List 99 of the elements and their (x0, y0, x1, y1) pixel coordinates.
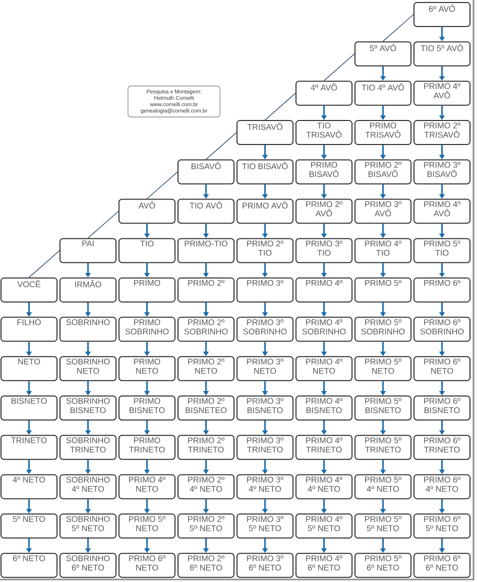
kinship-box: TRINETO (0, 434, 58, 460)
kinship-box: SOBRINHO 5º NETO (60, 514, 116, 539)
kinship-box: PRIMO 6º (414, 277, 470, 302)
kinship-box: PRIMO 3º 5º NETO (236, 514, 294, 539)
kinship-box: PRIMO 5º SOBRINHO (354, 316, 412, 342)
kinship-box: PRIMO 3º 6º NETO (236, 552, 294, 578)
kinship-box: PRIMO 2º 5º NETO (178, 514, 234, 539)
kinship-box: PRIMO 6º SOBRINHO (414, 316, 470, 342)
kinship-box: PRIMO 3º BISNETO (236, 396, 294, 420)
kinship-box: PRIMO 2º TRINETO (178, 434, 234, 460)
kinship-box: PRIMO 2º (178, 277, 234, 302)
kinship-box: PRIMO 3º BISAVÔ (414, 159, 470, 184)
kinship-box: PRIMO 2º 6º NETO (178, 552, 234, 578)
kinship-box: PRIMO 6º NETO (414, 356, 470, 382)
kinship-box: SOBRINHO BISNETO (60, 396, 116, 420)
kinship-box: TIO (118, 238, 176, 264)
kinship-box: PRIMO 4º 4º NETO (296, 474, 352, 500)
connector-line (146, 172, 178, 200)
kinship-box: PRIMO 4º AVÔ (414, 80, 470, 106)
kinship-box: TIO 5º AVÔ (414, 41, 470, 66)
kinship-box: PRIMO BISNETO (118, 396, 176, 420)
kinship-box: PRIMO 3º TRINETO (236, 434, 294, 460)
kinship-box: TRISAVÔ (236, 120, 294, 146)
kinship-box: SOBRINHO (60, 316, 116, 342)
kinship-box: PRIMO 2º 4º NETO (178, 474, 234, 500)
kinship-box: PRIMO 4º NETO (296, 356, 352, 382)
kinship-box: SOBRINHO TRINETO (60, 434, 116, 460)
kinship-box: PRIMO 3º 4º NETO (236, 474, 294, 500)
kinship-box: IRMÃO (60, 277, 116, 302)
kinship-box: PRIMO 2º BISNETEO (178, 396, 234, 420)
kinship-box: BISAVÔ (178, 159, 234, 184)
kinship-box: FILHO (0, 316, 58, 342)
kinship-box: PRIMO 2º BISAVÔ (354, 159, 412, 184)
connector-line (382, 14, 414, 42)
kinship-box: PRIMO 5º 5º NETO (354, 514, 412, 539)
kinship-box: PRIMO 5º (354, 277, 412, 302)
kinship-box: PRIMO 4º 5º NETO (296, 514, 352, 539)
kinship-box: PRIMO 2º SOBRINHO (178, 316, 234, 342)
kinship-box: 4º AVÔ (296, 80, 352, 106)
kinship-box: PRIMO 4º NETO (118, 474, 176, 500)
kinship-box: TIO TRISAVÔ (296, 120, 352, 146)
kinship-box: BISNETO (0, 396, 58, 420)
kinship-box: PRIMO NETO (118, 356, 176, 382)
kinship-box: PRIMO 3º (236, 277, 294, 302)
kinship-box: PRIMO TRINETO (118, 434, 176, 460)
kinship-box: PRIMO 5º TRINETO (354, 434, 412, 460)
kinship-box: 4º NETO (0, 474, 58, 500)
kinship-box: PRIMO 5º TIO (414, 238, 470, 264)
kinship-box: PRIMO 5º NETO (118, 514, 176, 539)
kinship-box: PRIMO 4º TRINETO (296, 434, 352, 460)
kinship-box: PRIMO 4º BISNETO (296, 396, 352, 420)
kinship-box: 5º AVÔ (354, 41, 412, 66)
kinship-box: PRIMO-TIO (178, 238, 234, 264)
kinship-box: PRIMO 4º TIO (354, 238, 412, 264)
connector-line (264, 92, 296, 120)
kinship-box: PRIMO 4º SOBRINHO (296, 316, 352, 342)
kinship-box: TIO 4º AVÔ (354, 80, 412, 106)
kinship-box: PRIMO 6º BISNETO (414, 396, 470, 420)
kinship-box: PRIMO 2º AVÔ (296, 198, 352, 224)
kinship-box: TIO BISAVÔ (236, 159, 294, 184)
kinship-box: PRIMO 5º 6º NETO (354, 552, 412, 578)
kinship-box: SOBRINHO 4º NETO (60, 474, 116, 500)
kinship-box: PRIMO 6º 5º NETO (414, 514, 470, 539)
kinship-box: PRIMO 6º TRINETO (414, 434, 470, 460)
kinship-box: 6º AVÔ (414, 2, 470, 27)
kinship-box: PRIMO 5º BISNETO (354, 396, 412, 420)
kinship-box: TIO AVÔ (178, 198, 234, 224)
kinship-box: PRIMO 3º TIO (296, 238, 352, 264)
connector-line (28, 250, 60, 278)
kinship-box: PAI (60, 238, 116, 264)
kinship-box: PRIMO 4º 6º NETO (296, 552, 352, 578)
kinship-box: PRIMO 3º SOBRINHO (236, 316, 294, 342)
kinship-box: PRIMO 4º AVÔ (414, 198, 470, 224)
kinship-box: PRIMO 6º NETO (118, 552, 176, 578)
kinship-box: PRIMO 3º NETO (236, 356, 294, 382)
kinship-box: PRIMO 6º 4º NETO (414, 474, 470, 500)
kinship-box: PRIMO 5º NETO (354, 356, 412, 382)
kinship-box: VOCÊ (0, 277, 58, 302)
kinship-box: PRIMO AVÔ (236, 198, 294, 224)
kinship-box: PRIMO 2º NETO (178, 356, 234, 382)
kinship-box: AVÔ (118, 198, 176, 224)
kinship-box: PRIMO 4º (296, 277, 352, 302)
kinship-box: PRIMO 3º AVÔ (354, 198, 412, 224)
kinship-box: PRIMO (118, 277, 176, 302)
kinship-box: PRIMO 2º TRISAVÔ (414, 120, 470, 146)
kinship-box: PRIMO SOBRINHO (118, 316, 176, 342)
kinship-box: PRIMO 2º TIO (236, 238, 294, 264)
kinship-box: SOBRINHO 6º NETO (60, 552, 116, 578)
kinship-box: PRIMO BISAVÔ (296, 159, 352, 184)
connector-line (206, 132, 237, 160)
kinship-box: 6º NETO (0, 552, 58, 578)
connector-line (324, 53, 355, 82)
kinship-box: NETO (0, 356, 58, 382)
kinship-box: PRIMO 5º 4º NETO (354, 474, 412, 500)
connector-line (88, 210, 119, 238)
kinship-box: PRIMO 6º 6º NETO (414, 552, 470, 578)
kinship-box: 5º NETO (0, 514, 58, 539)
kinship-box: PRIMO TRISAVÔ (354, 120, 412, 146)
kinship-box: SOBRINHO NETO (60, 356, 116, 382)
